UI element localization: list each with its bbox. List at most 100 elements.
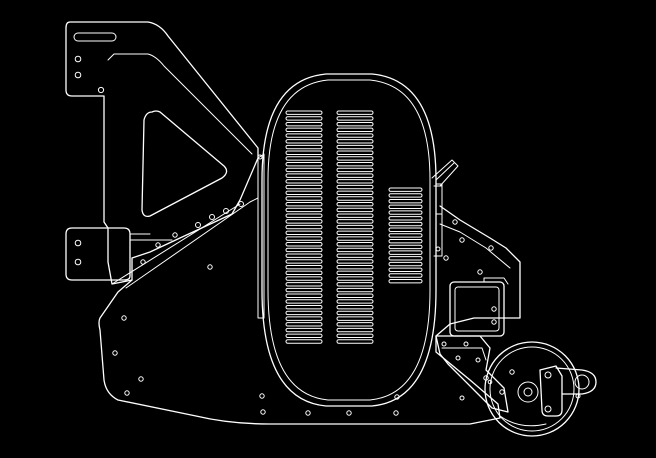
vent-slot	[336, 293, 374, 298]
bolt-hole	[259, 393, 265, 399]
vent-slot	[285, 316, 323, 321]
left-bracket-outline	[65, 21, 259, 285]
radiator-left-flange	[257, 153, 265, 319]
vent-slot	[336, 173, 374, 178]
vent-slot	[388, 204, 423, 210]
vent-slot	[388, 273, 423, 278]
vent-slot	[336, 190, 374, 195]
vent-slot	[285, 190, 323, 195]
vent-slot	[285, 339, 323, 344]
radiator-right-bracket	[433, 185, 443, 257]
mounting-tab	[65, 227, 173, 281]
vent-slot	[336, 184, 374, 190]
bolt-hole	[74, 71, 82, 79]
bolt-hole	[441, 341, 447, 347]
vent-slot	[336, 207, 374, 213]
vent-slot	[336, 219, 374, 224]
vent-slot	[388, 221, 423, 227]
vent-slot	[285, 322, 323, 327]
vent-slot	[336, 161, 374, 167]
vent-slot	[285, 276, 323, 281]
vent-slot	[336, 144, 374, 150]
housing-holes	[112, 219, 494, 416]
vent-slot	[285, 270, 323, 276]
vent-slot	[388, 250, 423, 255]
vent-slot	[285, 219, 323, 224]
pivot-hole	[257, 154, 263, 160]
vent-slot	[336, 196, 374, 201]
vent-slot	[285, 293, 323, 298]
vent-slot	[336, 276, 374, 281]
bolt-hole	[195, 222, 201, 228]
bolt-hole	[74, 55, 82, 63]
vent-slot	[285, 287, 323, 293]
vent-slot	[285, 196, 323, 201]
bolt-hole	[393, 410, 399, 416]
housing-right-edge	[439, 223, 511, 269]
vent-slot	[285, 161, 323, 167]
vent-slot	[388, 193, 423, 198]
vent-column-middle	[336, 110, 374, 344]
pulley-wheel-outer	[484, 341, 580, 437]
vent-slot	[285, 121, 323, 127]
vent-slot	[336, 287, 374, 293]
vent-slot	[336, 282, 374, 287]
vent-slot	[388, 210, 423, 215]
vent-slot	[336, 202, 374, 207]
vent-slot	[336, 304, 374, 310]
vent-slot	[336, 264, 374, 270]
bolt-hole	[463, 341, 469, 347]
vent-slot	[336, 230, 374, 236]
vent-slot	[336, 150, 374, 155]
bolt-hole	[305, 410, 311, 416]
radiator-right-clip	[435, 183, 443, 215]
square-cover	[449, 277, 509, 337]
pulley-wheel-inner	[489, 346, 575, 432]
bolt-hole	[97, 86, 105, 94]
bolt-hole	[443, 255, 449, 261]
vent-slot	[336, 333, 374, 338]
vent-slot	[285, 224, 323, 230]
vent-slot	[285, 133, 323, 138]
vent-slot	[336, 127, 374, 133]
mounting-tab-outline	[65, 227, 131, 281]
bolt-hole	[491, 306, 497, 312]
vent-slot	[285, 110, 323, 115]
vent-slot	[336, 213, 374, 218]
vent-slot	[285, 167, 323, 173]
vent-slot	[336, 316, 374, 321]
vent-slot	[285, 333, 323, 338]
bolt-hole	[452, 219, 458, 225]
vent-slot	[285, 156, 323, 161]
vent-slot	[336, 133, 374, 138]
vent-slot	[336, 179, 374, 184]
radiator-inner-outline	[267, 79, 431, 401]
vent-slot	[285, 213, 323, 218]
vent-slot	[285, 184, 323, 190]
bolt-hole	[260, 409, 266, 415]
vent-slot	[336, 139, 374, 144]
vent-slot	[285, 150, 323, 155]
pulley-hub-center	[523, 387, 533, 397]
vent-slot	[285, 264, 323, 270]
vent-slot	[285, 144, 323, 150]
vent-slot	[336, 322, 374, 327]
vent-slot	[336, 224, 374, 230]
radiator-panel	[257, 73, 459, 407]
vent-slot	[336, 167, 374, 173]
triangle-cutout	[141, 110, 228, 218]
tensioner-arm	[539, 365, 563, 417]
vent-slot	[336, 270, 374, 276]
vent-slot	[336, 310, 374, 316]
tensioner-bolt	[544, 405, 552, 413]
vent-slot	[285, 127, 323, 133]
vent-slot	[388, 267, 423, 272]
vent-slot	[285, 139, 323, 144]
bolt-hole	[209, 214, 215, 220]
vent-slot	[336, 156, 374, 161]
housing-inner-edge	[111, 203, 241, 285]
vent-slot	[336, 236, 374, 241]
tensioner-small-hole	[575, 393, 581, 399]
vent-slot	[388, 244, 423, 250]
